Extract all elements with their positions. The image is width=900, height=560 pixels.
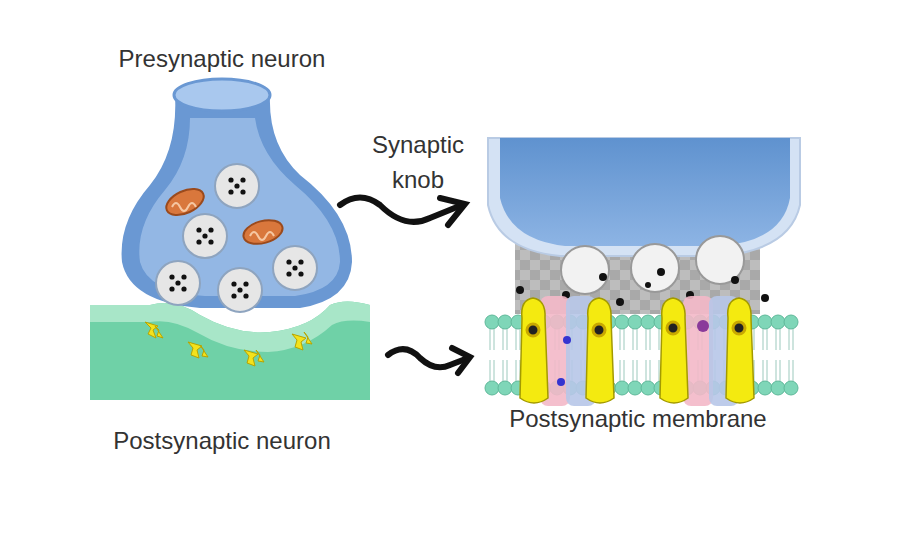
vesicle-group [156, 164, 317, 312]
synaptic-knob-shape [488, 138, 800, 314]
membrane-label: Postsynaptic membrane [509, 402, 766, 437]
postsynaptic-neuron-shape [90, 302, 370, 401]
knob-label: Synaptic knob [348, 128, 488, 198]
neuron-label: Presynaptic neuron [119, 42, 326, 77]
mitochondria [162, 184, 285, 248]
neuron-label: Postsynaptic neuron [113, 424, 330, 459]
receptor-channels [520, 296, 754, 406]
receptor-group [145, 322, 312, 366]
squiggle-arrow [340, 198, 470, 374]
